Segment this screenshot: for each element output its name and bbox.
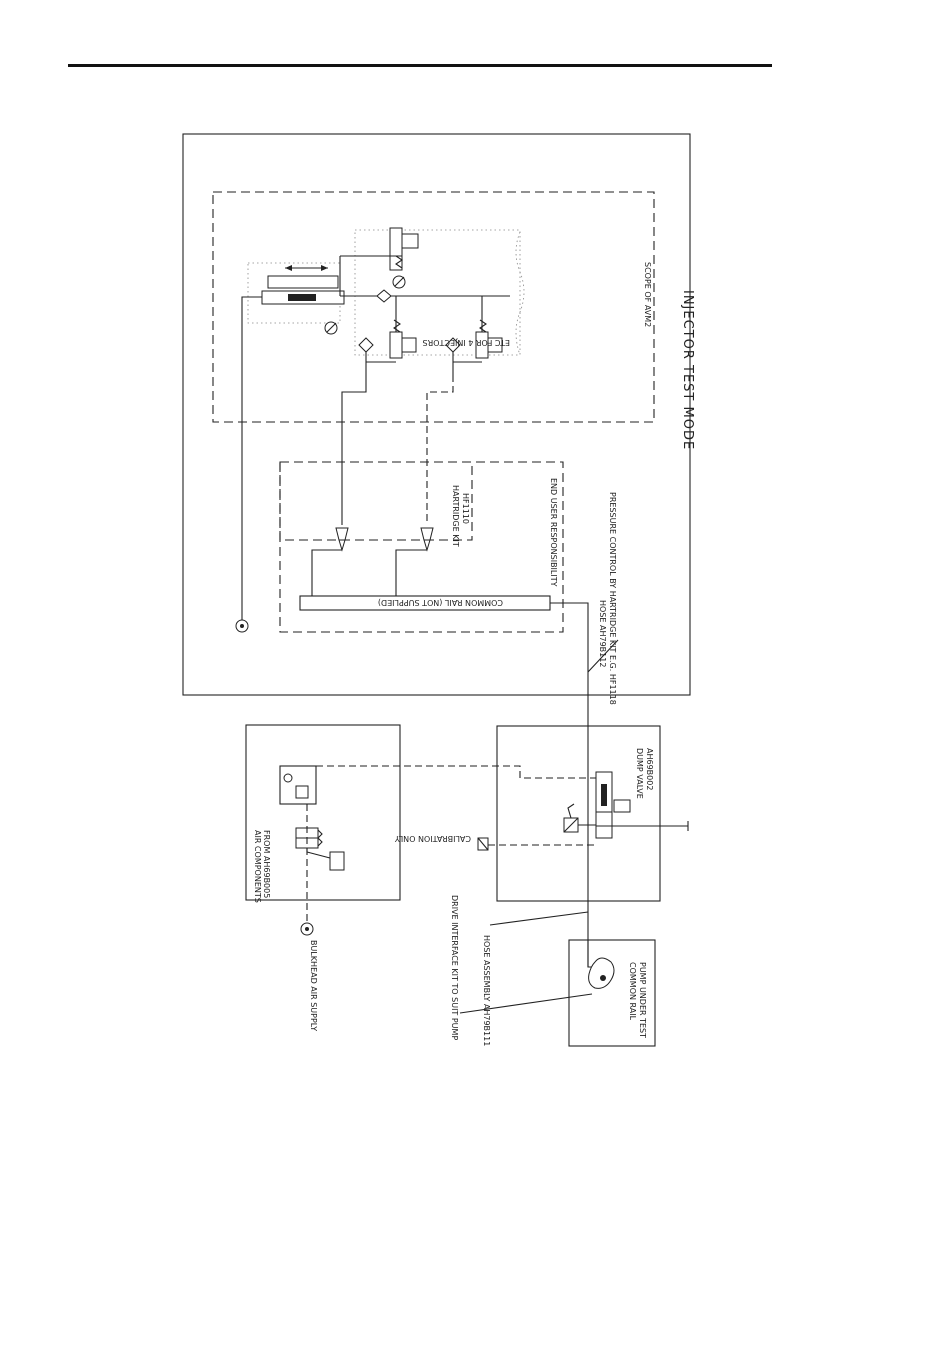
injector2-valve-b	[487, 337, 503, 353]
scope-box	[212, 191, 655, 423]
hose-code-1: HOSE AH79B112	[598, 600, 607, 667]
dump-valve-upper	[595, 811, 613, 827]
pump-under-test-label: PUMP UNDER TEST	[638, 962, 647, 1038]
hartridge-kit-code: HF1110	[461, 493, 470, 524]
injector1-to-rail	[311, 549, 342, 596]
air-regulator-box	[279, 765, 317, 805]
air-components-from: FROM AH69B005	[262, 830, 271, 898]
top-filter	[376, 289, 392, 303]
dump-solenoid	[613, 799, 631, 813]
dump-valve-code: AH69B002	[645, 748, 654, 790]
hartridge-kit-box	[279, 461, 473, 541]
air-valve-to-filter	[306, 848, 331, 859]
common-rail-pump-label: COMMON RAIL	[628, 962, 637, 1021]
dump-manual-diag	[563, 817, 579, 833]
hose-assembly-leader	[489, 911, 589, 926]
injector2-line	[426, 375, 454, 525]
air-regulator	[295, 785, 309, 799]
injector-zone-dotted	[354, 229, 521, 356]
air-valve-spring	[317, 829, 323, 847]
injector1-line	[341, 375, 367, 525]
pressure-leader	[587, 639, 619, 673]
air-filter	[329, 851, 345, 871]
bulkhead-connector-inner	[305, 927, 309, 931]
top-valve-spring	[395, 255, 403, 269]
dump-valve-label: DUMP VALVE	[635, 748, 644, 799]
hartridge-injector1	[335, 527, 349, 552]
top-valve-solenoid	[401, 233, 419, 249]
injector1-filter	[358, 337, 374, 353]
cylinder-cap	[267, 275, 339, 289]
bulkhead-air-supply-label: BULKHEAD AIR SUPPLY	[309, 940, 318, 1031]
pump-symbol	[588, 957, 615, 989]
air-to-dump-line	[316, 765, 596, 779]
pump-shaft	[600, 975, 606, 981]
header-rule	[68, 64, 772, 67]
injector1-valve	[389, 331, 403, 359]
injector-test-mode-box	[182, 133, 691, 696]
injector2-spring	[479, 319, 487, 333]
end-user-box	[279, 461, 564, 633]
cylinder-return-line	[241, 296, 262, 620]
drive-interface-label: DRIVE INTERFACE KIT TO SUIT PUMP	[450, 895, 459, 1040]
air-components-label: AIR COMPONENTS	[253, 830, 262, 903]
cylinder-arrow-left	[285, 265, 292, 271]
calibration-valve-arrow	[477, 837, 489, 851]
dump-lever	[567, 803, 575, 819]
dump-cylinder-rod	[601, 784, 607, 806]
hartridge-kit-label: HARTRIDGE KIT	[451, 485, 460, 547]
air-components-box	[245, 724, 401, 901]
top-gauge-needle	[394, 276, 405, 287]
pump-box	[568, 939, 656, 1047]
dump-valve-lower	[595, 825, 613, 839]
dump-valve-box	[496, 725, 661, 902]
end-user-label: END USER RESPONSIBILITY	[549, 478, 558, 587]
air-gauge	[283, 773, 293, 783]
left-gauge-inner	[240, 624, 244, 628]
top-valve-right	[389, 255, 403, 271]
injector1-valve-b	[401, 337, 417, 353]
pressure-control-label: PRESSURE CONTROL BY HARTRIDGE KIT E.G. H…	[608, 492, 617, 705]
injector-test-mode-label: INJECTOR TEST MODE	[680, 290, 695, 450]
hartridge-injector2	[420, 527, 434, 552]
cylinder-rod	[288, 294, 316, 301]
common-rail-label: COMMON RAIL (NOT SUPPLIED)	[378, 598, 503, 607]
cylinder-arrow-right	[321, 265, 328, 271]
top-valve-left	[389, 227, 403, 257]
injector1-spring	[393, 319, 401, 333]
injector2-to-rail	[395, 549, 427, 596]
calibration-only-label: CALIBRATION ONLY	[395, 834, 471, 843]
etc-injectors-label: ETC FOR 4 INJECTORS	[423, 338, 510, 347]
rail-to-supply	[550, 602, 589, 967]
scope-label: SCOPE OF AVM2	[643, 262, 652, 327]
hose-assembly-label: HOSE ASSEMBLY AH79B111	[482, 935, 491, 1046]
drive-interface-leader	[459, 993, 593, 1014]
cylinder-gauge-needle	[326, 322, 337, 333]
